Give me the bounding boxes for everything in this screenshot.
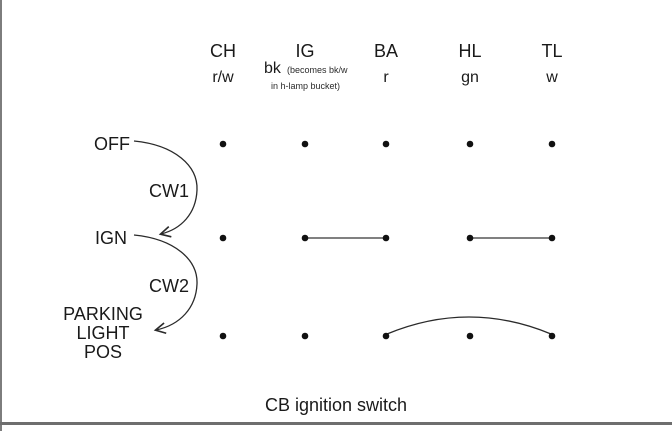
terminal-dot-IGN-TL (548, 234, 556, 242)
terminal-dot-PARKING-CH (219, 332, 227, 340)
column-header-tl: TL (541, 41, 563, 61)
terminal-dot-OFF-TL (548, 140, 556, 148)
rotation-label-cw2: CW2 (149, 276, 189, 296)
rotation-label-cw1: CW1 (149, 181, 189, 201)
wire-label-ba: r (383, 69, 389, 86)
position-label-parking-light-pos: PARKING LIGHT POS (63, 304, 143, 362)
terminal-dot-PARKING-BA (382, 332, 390, 340)
frame-bottom-border (0, 422, 672, 425)
terminal-dot-OFF-HL (466, 140, 474, 148)
cw1-rotation-arrow (133, 140, 198, 238)
wire-note-ig-line2: in h-lamp bucket) (271, 81, 341, 91)
terminal-dot-PARKING-HL (466, 332, 474, 340)
cw2-rotation-arrow (133, 234, 198, 335)
column-header-hl: HL (458, 41, 482, 61)
diagram-caption: CB ignition switch (264, 395, 408, 415)
terminal-dot-IGN-HL (466, 234, 474, 242)
wire-label-ig: bk (264, 60, 281, 77)
wire-note-ig-line1: (becomes bk/w (287, 65, 348, 75)
position-label-off: OFF (94, 134, 130, 154)
terminal-dot-PARKING-TL (548, 332, 556, 340)
terminal-dot-IGN-IG (301, 234, 309, 242)
frame-left-border (0, 0, 2, 431)
wire-label-hl: gn (461, 69, 479, 86)
column-header-ba: BA (373, 41, 398, 61)
wire-label-tl: w (546, 69, 558, 86)
terminal-dot-OFF-BA (382, 140, 390, 148)
terminal-dot-IGN-BA (382, 234, 390, 242)
terminal-dot-OFF-CH (219, 140, 227, 148)
terminal-dot-OFF-IG (301, 140, 309, 148)
terminal-dot-IGN-CH (219, 234, 227, 242)
wire-label-ch: r/w (212, 69, 234, 86)
column-header-ch: CH (210, 41, 236, 61)
column-header-ig: IG (295, 41, 315, 61)
terminal-dot-PARKING-IG (301, 332, 309, 340)
position-label-ign: IGN (94, 228, 127, 248)
connection-BA-TL (386, 316, 552, 335)
